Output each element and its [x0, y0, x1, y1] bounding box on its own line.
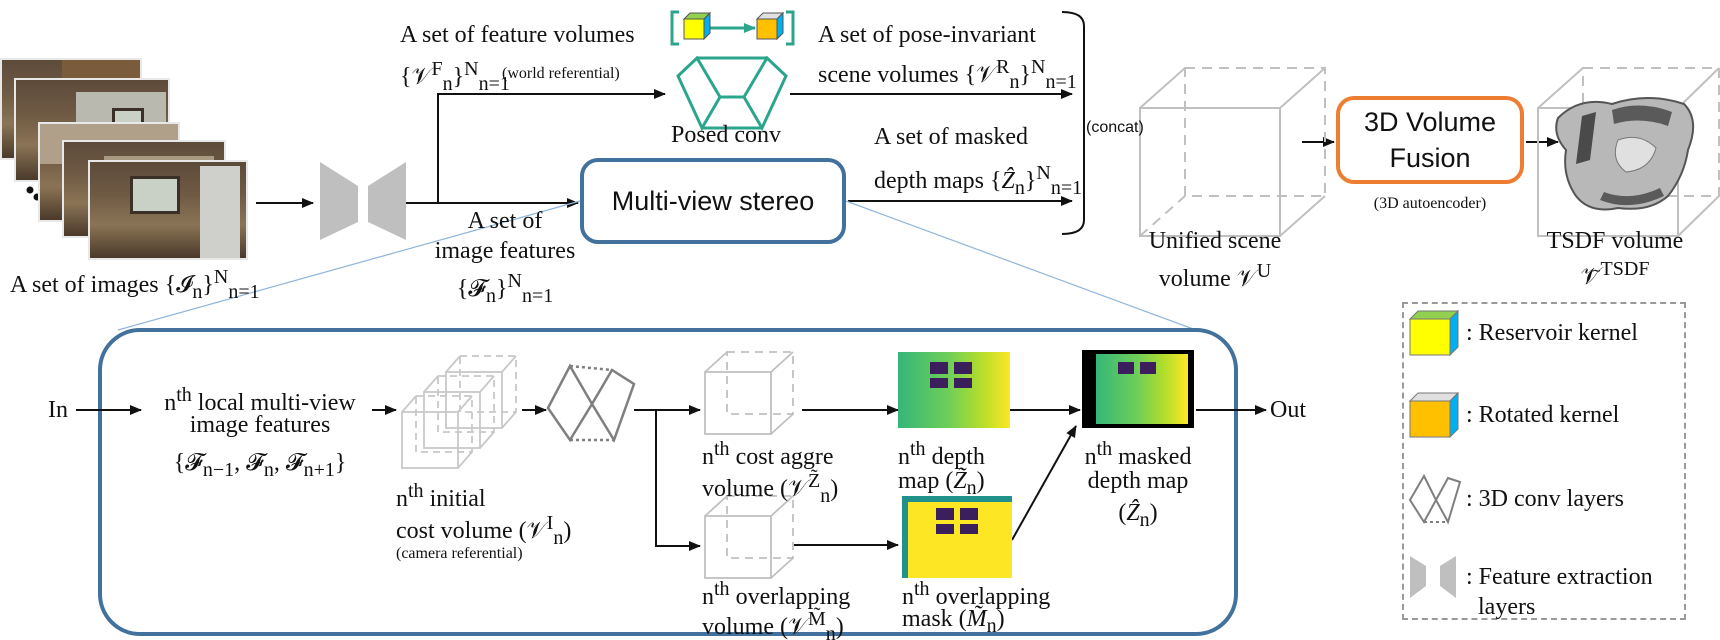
volume-fusion-label-line1: 3D Volume	[1363, 107, 1497, 137]
local-features-label-line1: nth local multi-view	[164, 384, 356, 416]
image-features-label-line3: {𝓕n}Nn=1	[456, 270, 554, 307]
initial-cost-label-line1: nth initial	[396, 480, 486, 512]
unified-scene-cube	[1139, 67, 1326, 237]
overlapping-volume-label-line2: volume (𝒱M̃n)	[702, 608, 844, 640]
concat-bracket	[1061, 11, 1085, 235]
autoencoder-label: (3D autoencoder)	[1373, 195, 1487, 212]
posed-conv-icon	[670, 10, 795, 132]
feature-extraction-icon	[320, 162, 406, 240]
posed-conv-label: Posed conv	[671, 122, 781, 148]
legend-reservoir-label: : Reservoir kernel	[1466, 320, 1638, 346]
unified-scene-label-line1: Unified scene	[1148, 228, 1282, 254]
masked-depth-label-line2: depth maps {Ẑn}Nn=1	[874, 162, 1083, 199]
conv3d-icon-bottom	[546, 363, 636, 443]
depth-map-label-line2: map (Z̃n)	[898, 468, 985, 499]
initial-cost-label-line2: cost volume (𝒱In)	[396, 512, 572, 549]
depth-map-label-line1: nth depth	[898, 438, 985, 470]
image-features-label-line1: A set of	[467, 208, 543, 234]
legend-feature-icon	[1410, 556, 1456, 598]
world-referential-label: (world referential)	[502, 65, 620, 82]
tsdf-label-line2: 𝒱̃TSDF	[1580, 258, 1650, 290]
initial-cost-cubes	[401, 355, 517, 469]
local-features-label-line3: {𝓕n−1, 𝓕n, 𝓕n+1}	[173, 450, 347, 481]
cost-aggre-label-line1: nth cost aggre	[702, 438, 834, 470]
legend-feature-label-line1: : Feature extraction	[1466, 564, 1653, 590]
overlapping-volume-label-line1: nth overlapping	[702, 578, 851, 610]
overlapping-mask-label-line2: mask (M̃n)	[902, 606, 1005, 637]
multi-view-stereo-box: Multi-view stereo	[580, 158, 846, 244]
volume-fusion-label-line2: Fusion	[1389, 143, 1471, 173]
feature-volumes-label-line1: A set of feature volumes	[400, 22, 635, 48]
legend: : Reservoir kernel : Rotated kernel : 3D…	[1402, 302, 1686, 620]
masked-depth-map-label-line3: (Ẑn)	[1118, 500, 1158, 531]
multi-view-stereo-label: Multi-view stereo	[611, 186, 815, 216]
input-image	[88, 160, 248, 260]
overlapping-cube	[704, 495, 794, 579]
legend-conv3d-icon	[1408, 473, 1462, 525]
reservoir-kernel-small	[682, 11, 712, 41]
top-arrows	[256, 89, 1559, 208]
zoom-lines	[117, 200, 1197, 331]
masked-depth-map-label-line2: depth map	[1087, 468, 1189, 494]
cost-aggre-cube	[704, 351, 794, 435]
rotated-kernel-small	[755, 11, 785, 41]
mvs-detail-panel	[98, 328, 1238, 636]
cost-aggre-label-line2: volume (𝒱Z̃n)	[702, 470, 839, 507]
legend-rotated-icon	[1408, 391, 1460, 439]
tsdf-volume	[1537, 67, 1720, 237]
masked-depth-label-line1: A set of masked	[874, 124, 1028, 150]
legend-feature-label-line2: layers	[1478, 594, 1536, 620]
overlapping-mask-image	[902, 496, 1012, 578]
camera-referential-label: (camera referential)	[396, 545, 523, 562]
tsdf-label-line1: TSDF volume	[1546, 228, 1684, 254]
pose-invariant-label-line1: A set of pose-invariant	[818, 22, 1036, 48]
images-label: A set of images {𝓘n}Nn=1	[10, 266, 260, 303]
masked-depth-map-label-line1: nth masked	[1084, 438, 1192, 470]
masked-depth-map-image	[1082, 350, 1194, 428]
feature-volumes-label-line2: {𝒱Fn}Nn=1	[400, 58, 510, 95]
pose-invariant-label-line2: scene volumes {𝒱Rn}Nn=1	[818, 56, 1077, 93]
legend-conv3d-label: : 3D conv layers	[1466, 486, 1624, 512]
bottom-arrows	[76, 405, 1267, 551]
out-label: Out	[1270, 397, 1306, 423]
image-features-label-line2: image features	[434, 238, 576, 264]
unified-scene-label-line2: volume 𝒱U	[1158, 260, 1272, 292]
in-label: In	[48, 397, 68, 423]
legend-reservoir-icon	[1408, 309, 1460, 357]
depth-map-image	[898, 352, 1010, 428]
concat-label: (concat)	[1086, 119, 1144, 136]
overlapping-mask-label-line1: nth overlapping	[902, 578, 1051, 610]
legend-rotated-label: : Rotated kernel	[1466, 402, 1620, 428]
local-features-label-line2: image features	[189, 412, 331, 438]
